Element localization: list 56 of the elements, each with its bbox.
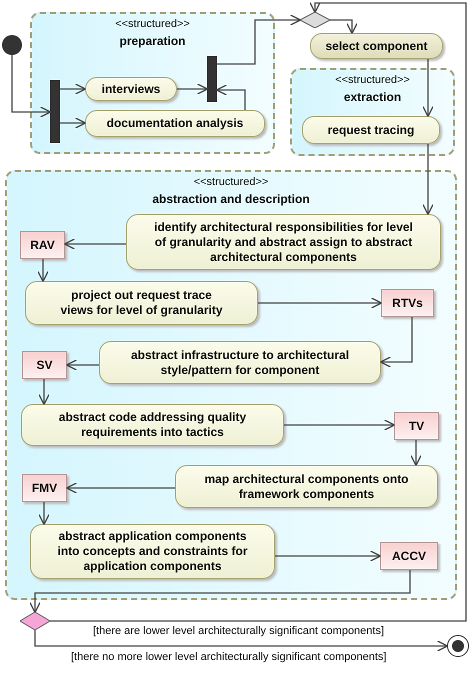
arrow: [66, 359, 99, 371]
object-node: RAV: [20, 231, 65, 259]
arrow: [258, 297, 382, 309]
arrow: [64, 238, 126, 250]
decision-diamond: [20, 612, 50, 630]
arrow: [275, 550, 382, 562]
action-node: abstract code addressing quality requirements into tactics: [21, 404, 284, 446]
action-node: select component: [310, 33, 443, 59]
merge-diamond: [300, 12, 330, 28]
synchronization-bar: [50, 80, 60, 143]
arrow: [330, 19, 358, 34]
arrow: [422, 59, 434, 118]
arrow: [29, 570, 411, 614]
arrow: [380, 317, 413, 368]
arrow: [37, 259, 49, 282]
action-node: abstract infrastructure to architectural style/pattern for component: [99, 341, 381, 384]
region-title: preparation: [118, 34, 186, 48]
region-title: extraction: [342, 90, 402, 104]
final-node: [447, 635, 469, 657]
initial-node: [2, 35, 22, 55]
stereotype-label: <<structured>>: [192, 176, 270, 188]
arrow: [284, 419, 396, 431]
object-node: FMV: [22, 474, 67, 502]
region-title: abstraction and description: [151, 192, 311, 206]
object-node: TV: [394, 412, 439, 440]
arrow: [422, 144, 434, 216]
arrow: [410, 440, 422, 466]
action-node: abstract application components into concepts and constraints for application components: [30, 524, 275, 579]
object-node: RTVs: [381, 289, 434, 317]
synchronization-bar: [207, 56, 217, 102]
arrow: [217, 14, 302, 65]
arrow: [34, 630, 448, 652]
stereotype-label: <<structured>>: [334, 74, 411, 86]
action-node: documentation analysis: [85, 110, 265, 137]
arrow: [60, 83, 86, 95]
arrow: [60, 117, 86, 129]
action-node: project out request trace views for level of granularity: [25, 281, 258, 325]
arrow: [216, 84, 246, 110]
action-node: map architectural components onto framework components: [175, 465, 438, 508]
object-node: ACCV: [380, 542, 438, 570]
stereotype-label: <<structured>>: [114, 18, 191, 30]
object-node: SV: [22, 351, 67, 379]
arrow: [66, 482, 175, 494]
arrow: [11, 55, 52, 118]
arrow: [177, 83, 208, 95]
structured-region: [30, 12, 275, 154]
structured-region: [290, 68, 455, 156]
action-node: interviews: [85, 77, 177, 101]
arrow: [50, 2, 467, 622]
arrow: [38, 379, 50, 406]
action-node: identify architectural responsibilities for level of granularity and abstract assign to abstract architectural components: [126, 214, 441, 270]
arrow: [38, 502, 50, 526]
guard-label: [there are lower level architecturally significant components]: [92, 625, 386, 637]
structured-region: [5, 170, 457, 600]
guard-label: [there no more lower level architecturally significant components]: [70, 651, 388, 663]
action-node: request tracing: [302, 116, 440, 144]
